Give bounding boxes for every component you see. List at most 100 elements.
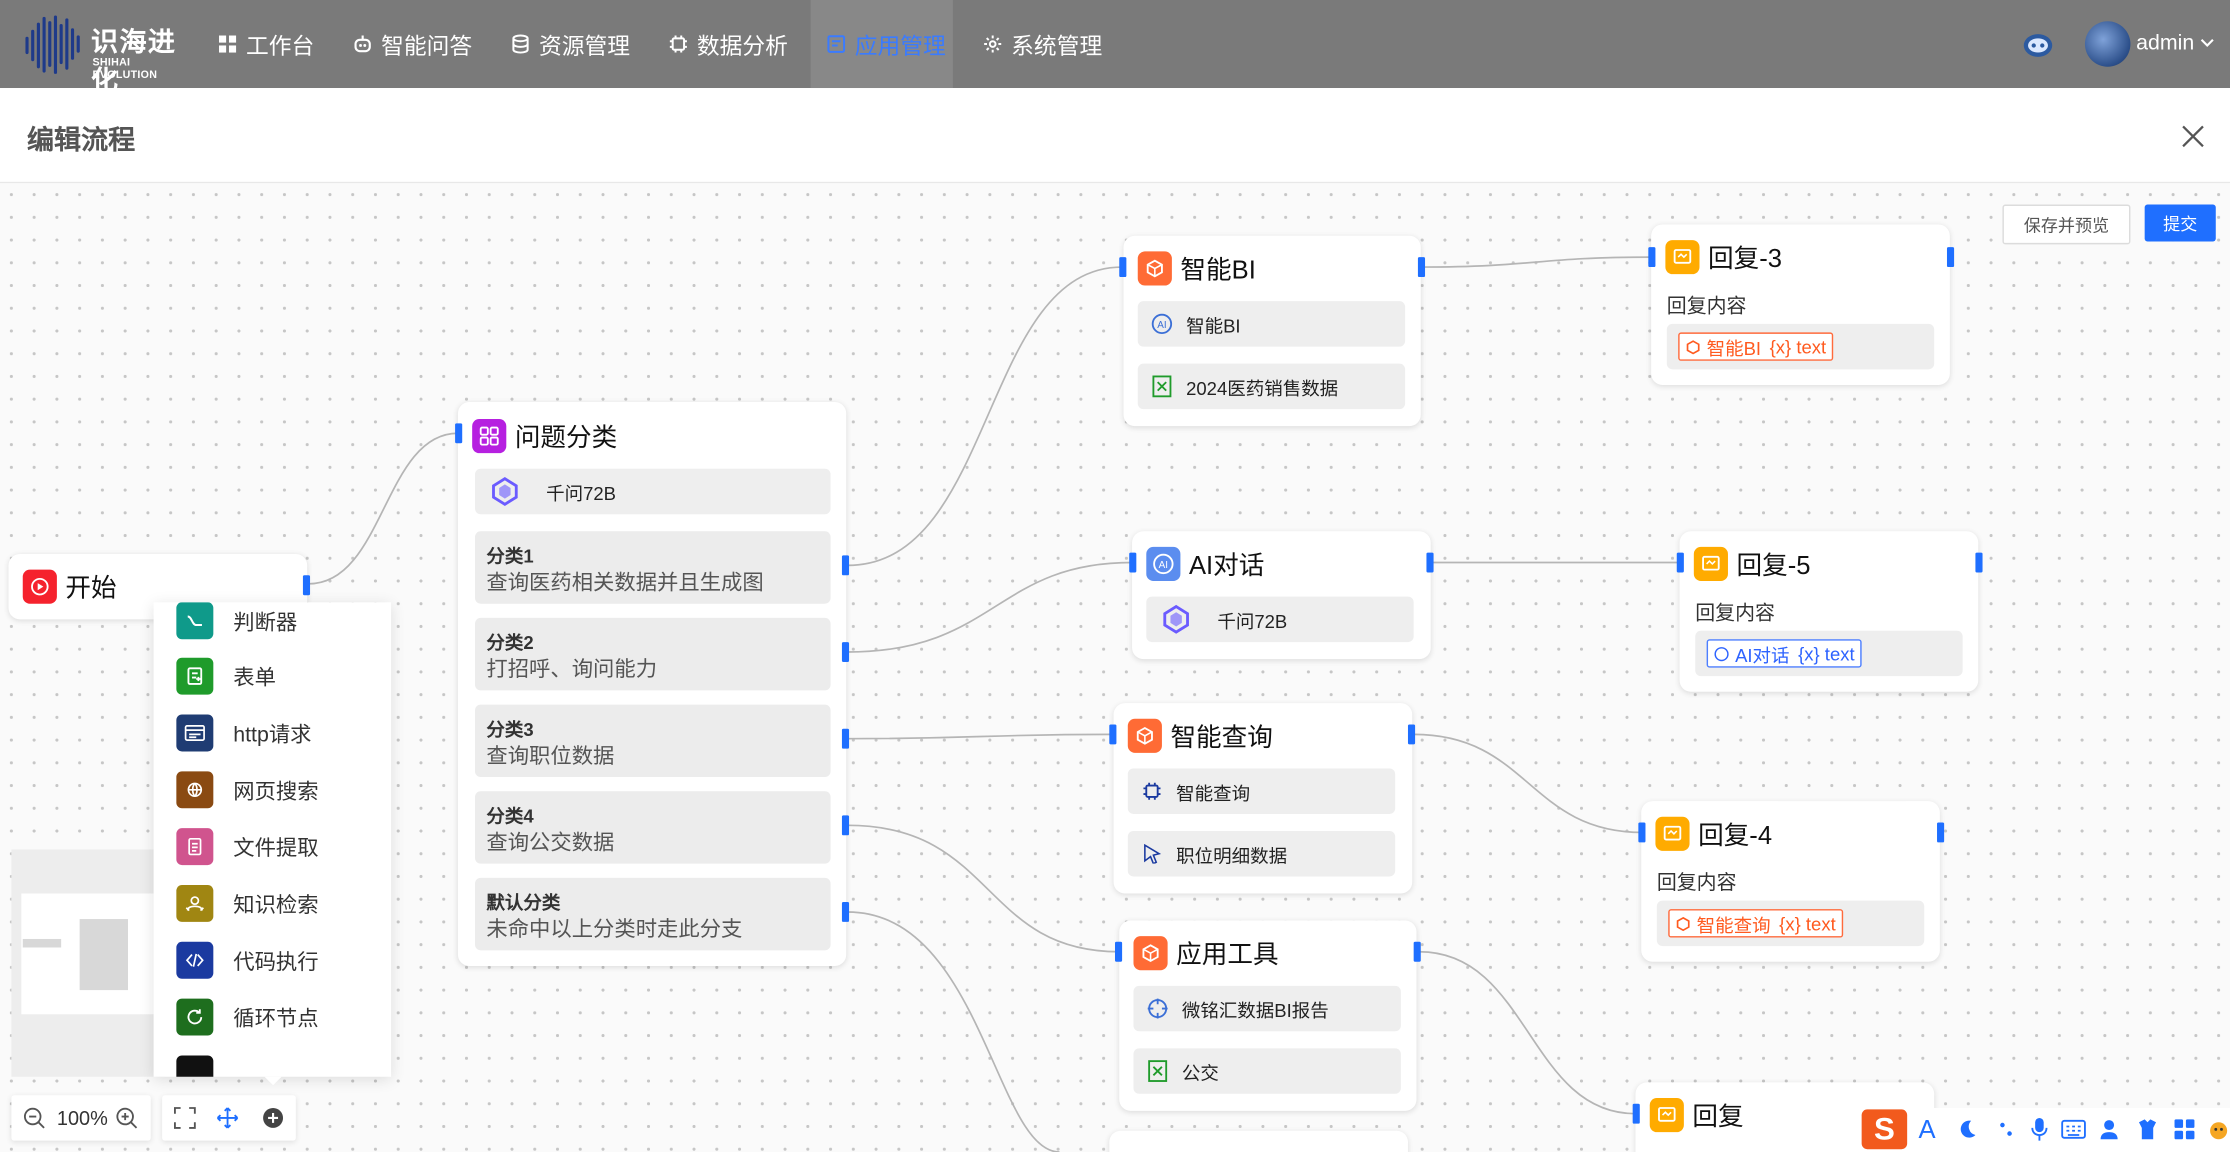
microphone-icon[interactable] (2029, 1117, 2049, 1143)
bi-output-handle[interactable] (1417, 257, 1426, 278)
language-toggle-icon[interactable]: A (1918, 1115, 1936, 1144)
query-dataset-row[interactable]: 职位明细数据 (1127, 831, 1396, 877)
palette-item-http[interactable]: http请求 (176, 714, 312, 752)
chevron-down-icon[interactable] (2199, 34, 2216, 51)
category-3-handle[interactable] (841, 728, 850, 749)
query-config-row[interactable]: 智能查询 (1127, 768, 1396, 814)
reply-4-input-handle[interactable] (1638, 822, 1646, 843)
model-select[interactable]: 千问72B (1146, 596, 1414, 643)
skin-icon[interactable] (2135, 1117, 2161, 1143)
node-title: 回复 (1692, 1102, 1744, 1131)
nav-item-apps[interactable]: 应用管理 (810, 0, 953, 89)
username[interactable]: admin (2136, 31, 2195, 56)
reply-input-handle[interactable] (1632, 1103, 1640, 1124)
reply-3-output-handle[interactable] (1946, 247, 1955, 268)
moon-icon[interactable] (1956, 1118, 1979, 1141)
close-icon[interactable] (2179, 122, 2207, 150)
palette-item-form[interactable]: 表单 (176, 657, 276, 695)
reply-4-node[interactable]: 回复-4 回复内容 智能查询 {x} text (1641, 801, 1940, 962)
pet-icon[interactable] (2206, 1117, 2230, 1143)
edge-bi-reply3 (1422, 256, 1652, 268)
tool-config-row[interactable]: 微铭汇数据BI报告 (1133, 985, 1401, 1032)
classify-input-handle[interactable] (455, 423, 463, 444)
nav-item-workbench[interactable]: 工作台 (218, 0, 314, 88)
user-icon[interactable] (2098, 1117, 2124, 1143)
palette-item-web-search[interactable]: 网页搜索 (176, 771, 319, 809)
zoom-out-icon[interactable] (23, 1107, 46, 1130)
reply-4-output-handle[interactable] (1937, 822, 1945, 843)
save-preview-button[interactable]: 保存并预览 (2002, 204, 2131, 245)
node-title: 应用工具 (1176, 940, 1279, 969)
app-tool-input-handle[interactable] (1114, 941, 1123, 962)
assistant-robot-icon[interactable] (2021, 27, 2055, 61)
keyboard-icon[interactable] (2061, 1118, 2087, 1141)
nav-item-resources[interactable]: 资源管理 (511, 0, 630, 88)
smart-query-input-handle[interactable] (1109, 724, 1117, 745)
nav-item-qa[interactable]: 智能问答 (353, 0, 472, 88)
submit-button[interactable]: 提交 (2144, 204, 2216, 242)
category-default-handle[interactable] (841, 902, 850, 922)
zoom-in-icon[interactable] (115, 1107, 138, 1130)
tool-dataset-row[interactable]: 公交 (1133, 1048, 1401, 1094)
variable-tag[interactable]: 智能BI {x} text (1678, 332, 1834, 361)
bi-config-row[interactable]: AI 智能BI (1137, 301, 1406, 347)
reply-3-node[interactable]: 回复-3 回复内容 智能BI {x} text (1651, 224, 1950, 385)
palette-item-loop[interactable]: 循环节点 (176, 998, 319, 1036)
ai-chat-input-handle[interactable] (1129, 552, 1137, 573)
variable-tag[interactable]: AI对话 {x} text (1706, 639, 1862, 668)
excel-icon (1145, 1058, 1171, 1084)
fit-view-icon[interactable] (174, 1107, 197, 1130)
category-item[interactable]: 默认分类未命中以上分类时走此分支 (475, 877, 831, 951)
punctuation-icon[interactable] (1995, 1118, 2018, 1141)
reply-content-input[interactable]: AI对话 {x} text (1695, 630, 1963, 677)
sogou-logo-icon[interactable]: S (1861, 1109, 1908, 1150)
category-4-handle[interactable] (841, 815, 850, 836)
palette-item-judge[interactable]: 判断器 (176, 602, 298, 640)
logo[interactable]: 识海进化 SHIHAI EVOLUTION (23, 11, 194, 97)
next-node-partial[interactable] (1109, 1130, 1408, 1152)
bi-input-handle[interactable] (1119, 257, 1127, 278)
ai-chat-output-handle[interactable] (1426, 552, 1434, 573)
reply-5-node[interactable]: 回复-5 回复内容 AI对话 {x} text (1679, 531, 1979, 692)
nav-item-system[interactable]: 系统管理 (983, 0, 1102, 88)
reply-content-input[interactable]: 智能查询 {x} text (1656, 900, 1925, 947)
variable-tag[interactable]: 智能查询 {x} text (1668, 909, 1843, 938)
ai-chat-node[interactable]: AI AI对话 千问72B (1132, 531, 1431, 660)
palette-item-partial[interactable] (176, 1055, 214, 1077)
category-2-handle[interactable] (841, 642, 850, 662)
category-1-handle[interactable] (841, 555, 850, 576)
apps-grid-icon[interactable] (2172, 1117, 2198, 1143)
reply-content-input[interactable]: 智能BI {x} text (1666, 323, 1935, 370)
nav-item-analytics[interactable]: 数据分析 (668, 0, 788, 88)
avatar[interactable] (2084, 21, 2131, 67)
category-desc: 未命中以上分类时走此分支 (486, 917, 743, 942)
reply-5-output-handle[interactable] (1975, 552, 1983, 573)
edge-start-classify (308, 432, 458, 585)
palette-item-code[interactable]: 代码执行 (176, 941, 319, 979)
smart-query-output-handle[interactable] (1407, 724, 1416, 745)
palette-item-knowledge[interactable]: 知识检索 (176, 884, 319, 922)
palette-item-label: 判断器 (233, 610, 298, 635)
palette-item-file-extract[interactable]: 文件提取 (176, 828, 319, 866)
move-icon[interactable] (216, 1107, 239, 1130)
add-node-icon[interactable] (262, 1107, 285, 1130)
app-tool-node[interactable]: 应用工具 微铭汇数据BI报告 公交 (1119, 920, 1417, 1111)
model-select[interactable]: 千问72B (475, 468, 831, 515)
minimap[interactable] (11, 849, 165, 1077)
reply-5-input-handle[interactable] (1676, 552, 1684, 573)
bi-node[interactable]: 智能BI AI 智能BI 2024医药销售数据 (1123, 235, 1421, 427)
start-output-handle[interactable] (302, 575, 311, 596)
palette-item-label: 循环节点 (233, 1006, 319, 1031)
code-icon (176, 941, 214, 979)
bi-dataset-row[interactable]: 2024医药销售数据 (1137, 363, 1406, 410)
row-label: 2024医药销售数据 (1186, 377, 1339, 399)
app-tool-output-handle[interactable] (1413, 941, 1421, 962)
reply-3-input-handle[interactable] (1648, 247, 1656, 268)
node-title: AI对话 (1188, 551, 1265, 580)
smart-query-node[interactable]: 智能查询 智能查询 职位明细数据 (1113, 703, 1413, 894)
